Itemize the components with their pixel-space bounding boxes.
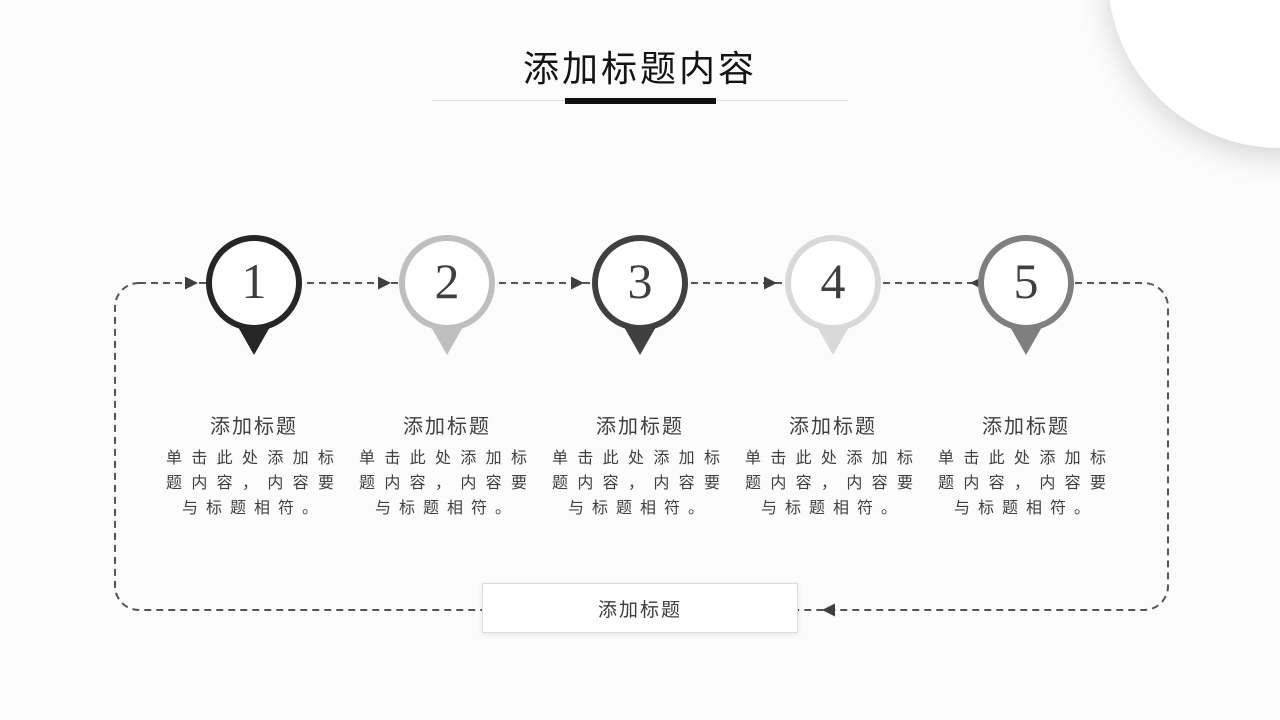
pin-circle: 3 (592, 235, 688, 331)
step-text-2: 添加标题 单击此处添加标题内容，内容要与标题相符。 (359, 410, 535, 521)
slide-title: 添加标题内容 (522, 49, 757, 89)
step-pin-2: 2 (399, 235, 495, 357)
step-body: 单击此处添加标题内容，内容要与标题相符。 (552, 450, 728, 517)
step-number: 1 (241, 253, 267, 309)
step-pin-3: 3 (592, 235, 688, 357)
step-text-1: 添加标题 单击此处添加标题内容，内容要与标题相符。 (166, 410, 342, 521)
step-number: 4 (820, 253, 846, 309)
step-heading: 添加标题 (210, 416, 298, 438)
step-body: 单击此处添加标题内容，内容要与标题相符。 (166, 450, 342, 517)
step-heading: 添加标题 (982, 416, 1070, 438)
step-text-3: 添加标题 单击此处添加标题内容，内容要与标题相符。 (552, 410, 728, 521)
step-heading: 添加标题 (403, 416, 491, 438)
step-body: 单击此处添加标题内容，内容要与标题相符。 (745, 450, 921, 517)
pin-circle: 2 (399, 235, 495, 331)
step-pin-1: 1 (206, 235, 302, 357)
step-heading: 添加标题 (789, 416, 877, 438)
step-pin-4: 4 (785, 235, 881, 357)
arrow-right-icon (764, 276, 777, 290)
pin-circle: 4 (785, 235, 881, 331)
step-number: 3 (627, 253, 653, 309)
pin-circle: 1 (206, 235, 302, 331)
step-text-4: 添加标题 单击此处添加标题内容，内容要与标题相符。 (745, 410, 921, 521)
arrow-right-icon (378, 276, 391, 290)
title-underline-accent (565, 98, 716, 104)
arrow-right-icon (571, 276, 584, 290)
step-body: 单击此处添加标题内容，内容要与标题相符。 (359, 450, 535, 517)
pin-circle: 5 (978, 235, 1074, 331)
flow-dashed-path (114, 282, 1169, 611)
bottom-label: 添加标题 (597, 599, 682, 621)
step-number: 5 (1013, 253, 1039, 309)
arrow-left-icon (822, 603, 835, 617)
step-heading: 添加标题 (596, 416, 684, 438)
step-body: 单击此处添加标题内容，内容要与标题相符。 (938, 450, 1114, 517)
arrow-right-icon (185, 276, 198, 290)
step-text-5: 添加标题 单击此处添加标题内容，内容要与标题相符。 (938, 410, 1114, 521)
step-number: 2 (434, 253, 460, 309)
step-pin-5: 5 (978, 235, 1074, 357)
bottom-label-box: 添加标题 (482, 583, 798, 633)
